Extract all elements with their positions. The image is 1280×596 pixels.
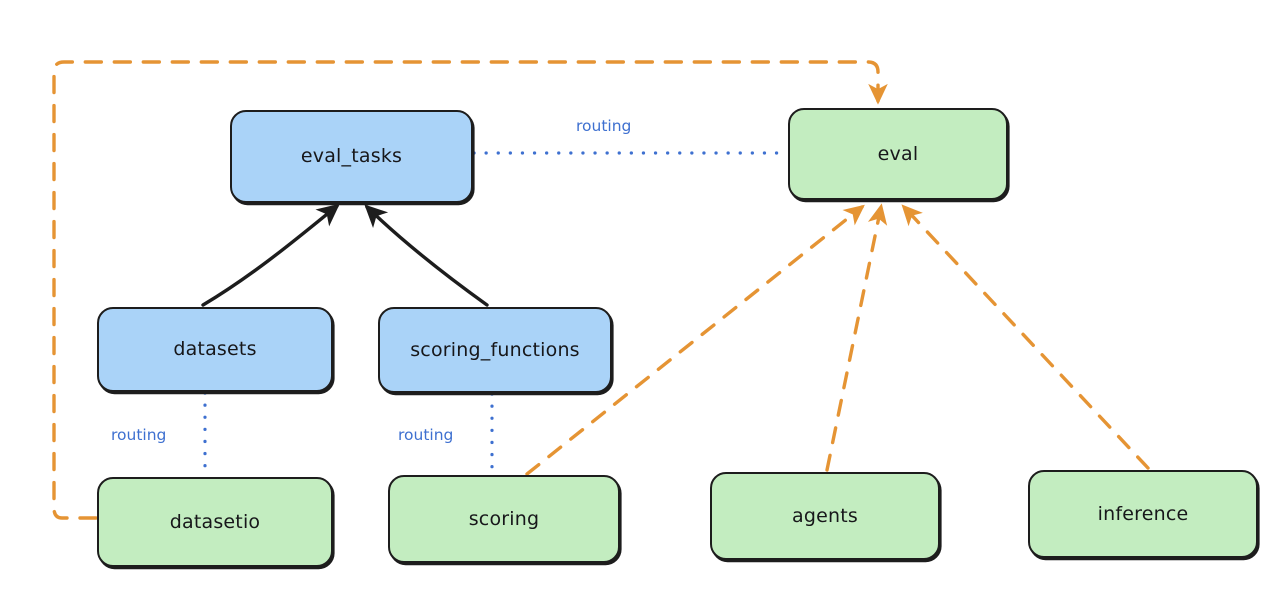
node-label-eval: eval [877, 142, 919, 165]
node-label-datasets: datasets [173, 338, 257, 360]
node-label-scoring: scoring [468, 507, 540, 530]
edge-agents-to-eval [825, 203, 888, 472]
edge-scoring_functions-to-eval_tasks [364, 204, 489, 307]
node-label-datasetio: datasetio [169, 510, 261, 533]
node-label-scoring-functions: scoring_functions [410, 338, 580, 361]
node-eval-tasks[interactable]: eval_tasks [230, 110, 473, 203]
node-scoring[interactable]: scoring [388, 475, 620, 563]
node-scoring-functions[interactable]: scoring_functions [378, 307, 612, 393]
edge-label-routing-scoring_functions-scoring: routing [398, 426, 454, 444]
edge-inference-to-eval [901, 204, 1150, 470]
node-label-eval-tasks: eval_tasks [300, 145, 403, 167]
node-agents[interactable]: agents [710, 472, 940, 560]
edge-label-routing-datasets-datasetio: routing [111, 426, 167, 444]
node-inference[interactable]: inference [1028, 470, 1258, 558]
node-datasetio[interactable]: datasetio [97, 477, 333, 567]
node-label-agents: agents [792, 504, 858, 527]
edge-label-routing-eval_tasks-eval: routing [576, 117, 632, 135]
node-label-inference: inference [1097, 502, 1189, 525]
node-datasets[interactable]: datasets [97, 307, 333, 392]
node-eval[interactable]: eval [788, 108, 1008, 200]
edge-datasets-to-eval_tasks [201, 203, 340, 307]
